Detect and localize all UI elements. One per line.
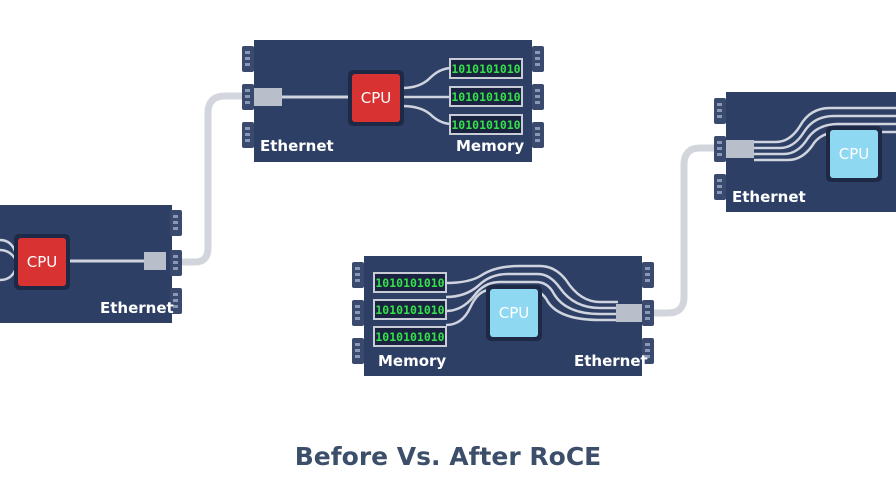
server-port	[714, 98, 726, 124]
server-port	[352, 338, 364, 364]
ethernet-connector	[726, 140, 754, 158]
cpu-chip: CPU	[486, 285, 542, 341]
before-client-server: CPU Ethernet	[0, 205, 182, 323]
memory-label: Memory	[456, 137, 524, 155]
after-network-cable	[636, 144, 734, 317]
server-port	[352, 300, 364, 326]
after-memory-server: CPU 1010101010 1010101010 1010101010 Mem…	[352, 256, 654, 376]
before-network-cable	[156, 92, 266, 266]
memory-module: 1010101010	[449, 58, 523, 79]
memory-module: 1010101010	[449, 86, 523, 107]
server-port	[642, 262, 654, 288]
after-client-server: CPU Ethernet	[714, 92, 896, 212]
cpu-label: CPU	[839, 145, 870, 163]
memory-bits: 1010101010	[375, 303, 444, 317]
memory-bits: 1010101010	[451, 90, 520, 104]
ethernet-label: Ethernet	[732, 188, 806, 206]
memory-module: 1010101010	[373, 326, 447, 347]
ethernet-connector	[254, 88, 282, 106]
ethernet-connector	[616, 304, 642, 322]
ethernet-label: Ethernet	[574, 352, 648, 370]
cpu-chip: CPU	[826, 126, 882, 182]
ethernet-connector	[144, 252, 166, 270]
memory-bits: 1010101010	[375, 276, 444, 290]
before-memory-server: CPU 1010101010 1010101010 1010101010 Eth…	[242, 40, 544, 162]
server-port	[532, 122, 544, 148]
memory-bits: 1010101010	[375, 330, 444, 344]
memory-bits: 1010101010	[451, 118, 520, 132]
server-port	[242, 122, 254, 148]
diagram-caption: Before Vs. After RoCE	[294, 442, 602, 471]
ethernet-label: Ethernet	[100, 299, 174, 317]
server-port	[242, 46, 254, 72]
server-port	[170, 210, 182, 236]
ethernet-label: Ethernet	[260, 137, 334, 155]
memory-module: 1010101010	[373, 272, 447, 293]
cpu-label: CPU	[361, 89, 392, 107]
memory-module: 1010101010	[373, 299, 447, 320]
server-port	[352, 262, 364, 288]
server-port	[714, 174, 726, 200]
server-port	[532, 84, 544, 110]
cpu-chip: CPU	[14, 234, 70, 290]
memory-module: 1010101010	[449, 114, 523, 135]
cpu-chip: CPU	[348, 70, 404, 126]
server-port	[532, 46, 544, 72]
server-port	[170, 250, 182, 276]
server-port	[642, 300, 654, 326]
cpu-label: CPU	[27, 253, 58, 271]
memory-bits: 1010101010	[451, 62, 520, 76]
server-port	[242, 84, 254, 110]
server-port	[714, 136, 726, 162]
memory-label: Memory	[378, 352, 446, 370]
cpu-label: CPU	[499, 304, 530, 322]
